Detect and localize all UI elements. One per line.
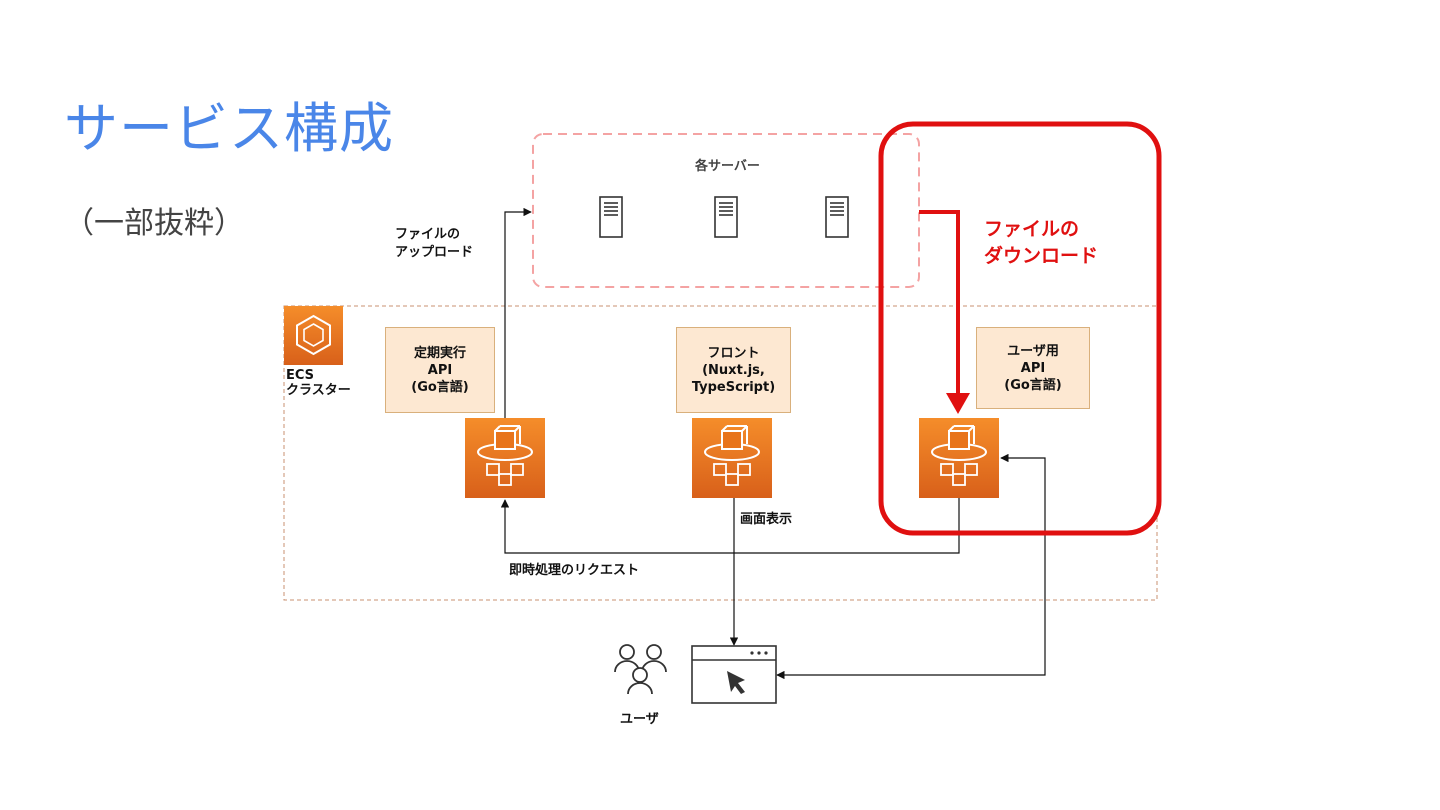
user-label: ユーザ xyxy=(620,712,659,727)
download-label-line1: ファイルの xyxy=(984,218,1080,240)
servers-group-label: 各サーバー xyxy=(695,159,760,174)
download-arrowhead xyxy=(946,393,970,414)
fargate-icon xyxy=(465,418,545,498)
user-api-arrow xyxy=(776,453,1046,680)
download-label-line2: ダウンロード xyxy=(984,245,1099,267)
server-icon xyxy=(825,196,849,238)
ecs-icon xyxy=(284,306,343,365)
fargate-icon xyxy=(919,418,999,498)
service-box-frontend: フロント (Nuxt.js, TypeScript) xyxy=(676,327,791,413)
display-label: 画面表示 xyxy=(740,512,793,527)
upload-arrow xyxy=(504,207,532,418)
ecs-cluster-label: ECS クラスター xyxy=(286,368,351,398)
highlight-box xyxy=(878,121,1162,536)
slide-title: サービス構成 xyxy=(64,97,394,160)
ecs-cluster-box xyxy=(283,305,1158,601)
fargate-icon xyxy=(692,418,772,498)
server-icon xyxy=(599,196,623,238)
ecs-label-line2: クラスター xyxy=(286,383,351,398)
upload-label-line1: ファイルの xyxy=(395,227,461,242)
service-box-scheduled-api: 定期実行 API (Go言語) xyxy=(385,327,495,413)
ecs-label-line1: ECS xyxy=(286,368,315,383)
request-label: 即時処理のリクエスト xyxy=(509,563,640,578)
server-icon xyxy=(714,196,738,238)
users-icon xyxy=(614,644,667,695)
upload-label-line2: アップロード xyxy=(395,245,474,260)
browser-icon xyxy=(691,645,777,704)
servers-group-box xyxy=(532,133,920,288)
upload-label: ファイルの アップロード xyxy=(395,226,473,262)
download-arrow xyxy=(919,210,960,402)
service-box-user-api: ユーザ用 API (Go言語) xyxy=(976,327,1090,409)
slide-subtitle: （一部抜粋） xyxy=(64,206,244,241)
download-label: ファイルの ダウンロード xyxy=(984,216,1098,270)
